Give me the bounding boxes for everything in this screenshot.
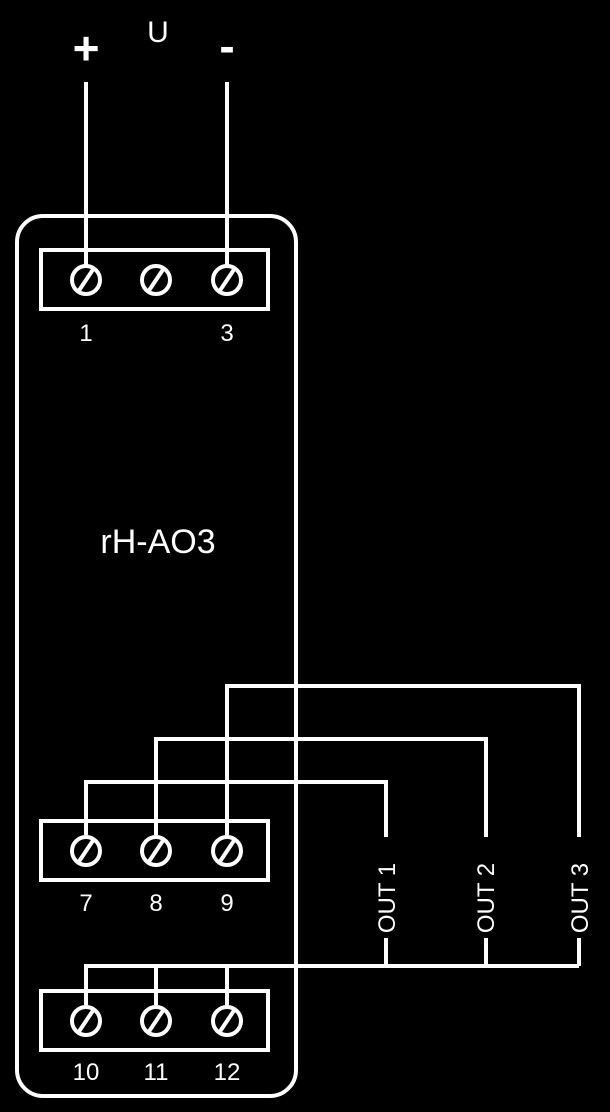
wire-out1-signal (84, 780, 388, 837)
terminal-label-7: 7 (79, 890, 92, 917)
terminal-label-12: 12 (214, 1059, 241, 1086)
supply-plus-label: + (73, 22, 100, 74)
output-label-2: OUT 2 (473, 863, 500, 933)
output-label-3: OUT 3 (567, 863, 594, 933)
terminal-screw-3 (211, 264, 243, 296)
terminal-screw-11 (140, 1005, 172, 1037)
wire-common-bus (84, 964, 579, 1005)
terminal-screw-8 (140, 835, 172, 867)
device-name: rH-AO3 (100, 523, 215, 561)
terminal-block-top (39, 248, 270, 311)
wire-out2-signal (154, 737, 488, 837)
output-label-1: OUT 1 (374, 863, 401, 933)
terminal-label-10: 10 (73, 1059, 100, 1086)
terminal-label-1: 1 (79, 320, 92, 347)
terminal-label-8: 8 (149, 890, 162, 917)
terminal-screw-12 (211, 1005, 243, 1037)
terminal-screw-1 (70, 264, 102, 296)
terminal-screw-10 (70, 1005, 102, 1037)
terminal-screw-7 (70, 835, 102, 867)
terminal-label-11: 11 (144, 1059, 169, 1086)
terminal-label-9: 9 (220, 890, 233, 917)
terminal-screw-2 (140, 264, 172, 296)
supply-voltage-label: U (147, 16, 169, 49)
wire-out3-signal (225, 684, 581, 837)
supply-minus-label: - (219, 20, 234, 72)
device-housing (15, 214, 298, 1098)
terminal-label-3: 3 (220, 320, 233, 347)
terminal-block-middle (39, 819, 270, 882)
terminal-block-bottom (39, 989, 270, 1052)
terminal-screw-9 (211, 835, 243, 867)
